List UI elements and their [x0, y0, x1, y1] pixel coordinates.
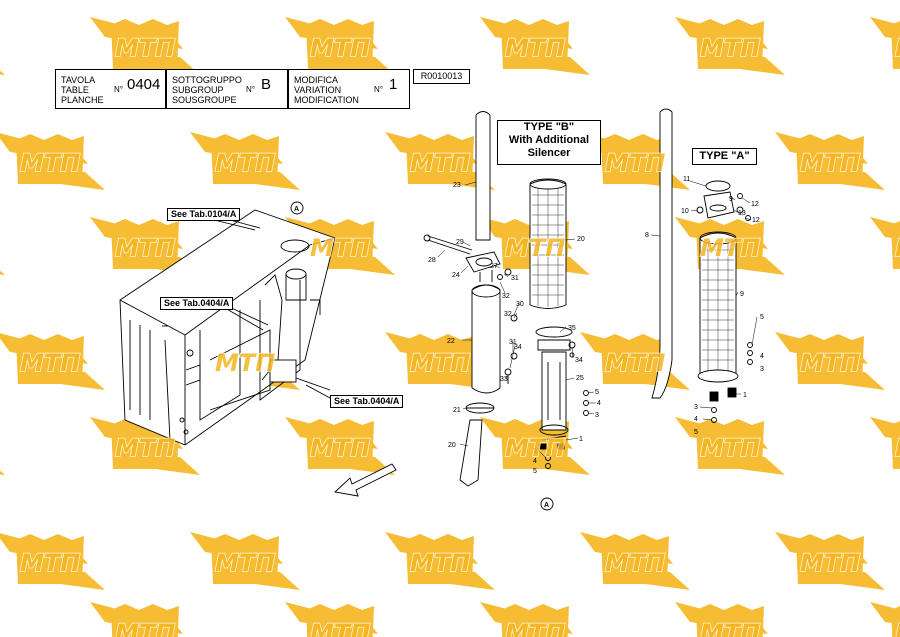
part-number: 24	[452, 272, 460, 279]
part-number: 28	[428, 257, 436, 264]
part-number: 22	[447, 338, 455, 345]
see-tab-0404-callout-lower: See Tab.0404/A	[330, 395, 404, 408]
part-number: 5	[533, 468, 537, 475]
part-number: 10	[681, 208, 689, 215]
part-number: 31	[511, 275, 519, 282]
part-number: 12	[752, 217, 760, 224]
part-number: 1	[743, 392, 747, 399]
part-number: 31	[509, 339, 517, 346]
part-number: 23	[453, 182, 461, 189]
part-number: 4	[694, 416, 698, 423]
see-tab-0104-callout: See Tab.0104/A	[167, 208, 241, 221]
part-number: 25	[576, 375, 584, 382]
part-number: 27	[490, 263, 498, 270]
part-number: 8	[645, 232, 649, 239]
type-b-title: TYPE "B"	[523, 121, 575, 133]
part-number: 29	[456, 239, 464, 246]
part-number: 5	[595, 389, 599, 396]
part-number: 9	[740, 291, 744, 298]
type-a-exhaust	[651, 108, 744, 402]
part-number: 3	[694, 404, 698, 411]
part-number: 4	[533, 458, 537, 465]
modification-value: 1	[389, 76, 398, 93]
part-number: 3	[760, 366, 764, 373]
engine-hood-assembly	[119, 209, 336, 446]
part-number: 4	[597, 400, 601, 407]
type-a-label: TYPE "A"	[692, 148, 757, 165]
see-tab-0404-callout: See Tab.0404/A	[160, 297, 234, 310]
modification-no-prefix: N°	[374, 85, 383, 94]
part-number: 11	[683, 176, 690, 183]
detail-marker-top-text: A	[294, 206, 299, 213]
detail-marker-top	[290, 201, 304, 215]
part-number: 9	[729, 196, 733, 203]
subgroup-no-prefix: N°	[246, 85, 255, 94]
subgroup-label: SOTTOGRUPPO SUBGROUP SOUSGROUPE	[172, 75, 242, 105]
direction-arrow	[334, 463, 397, 497]
part-number: 13	[738, 210, 746, 217]
type-a-hardware	[711, 193, 753, 423]
part-number-labels: 23 29 28 24 27 31 32 30 32 31 22 34 33 2…	[428, 176, 764, 475]
part-number: 34	[514, 344, 522, 351]
subgroup-cell: SOTTOGRUPPO SUBGROUP SOUSGROUPE N° B	[166, 69, 288, 109]
part-number: 3	[595, 412, 599, 419]
part-number: 5	[760, 314, 764, 321]
type-b-subtitle: With Additional	[508, 134, 590, 146]
detail-marker-bottom-text: A	[544, 502, 549, 509]
part-number: 21	[453, 407, 461, 414]
part-number: 35	[568, 325, 576, 332]
reference-code: R0010013	[413, 69, 470, 84]
table-number: 0404	[127, 76, 161, 93]
table-label: TAVOLA TABLE PLANCHE	[61, 75, 104, 105]
type-b-subtitle-2: Silencer	[527, 147, 571, 159]
part-number: 5	[694, 429, 698, 436]
detail-marker-bottom	[540, 497, 554, 511]
part-number: 4	[760, 353, 764, 360]
table-no-prefix: N°	[114, 85, 123, 94]
leader-lines	[437, 180, 758, 459]
type-b-exhaust	[423, 111, 573, 487]
part-number: 33	[500, 376, 508, 383]
part-number: 1	[579, 436, 583, 443]
part-number: 30	[516, 301, 524, 308]
modification-cell: MODIFICA VARIATION MODIFICATION N° 1	[288, 69, 410, 109]
part-number: 20	[448, 442, 456, 449]
modification-label: MODIFICA VARIATION MODIFICATION	[294, 75, 359, 105]
subgroup-value: B	[261, 76, 272, 93]
part-number: 32	[502, 293, 510, 300]
part-number: 12	[751, 201, 759, 208]
part-number: 32	[504, 311, 512, 318]
type-b-label: TYPE "B" With Additional Silencer	[497, 120, 601, 165]
type-b-hardware	[497, 268, 589, 469]
part-number: 20	[577, 236, 585, 243]
table-number-cell: TAVOLA TABLE PLANCHE N° 0404	[55, 69, 166, 109]
part-number: 3	[533, 448, 537, 455]
part-number: 34	[575, 357, 583, 364]
